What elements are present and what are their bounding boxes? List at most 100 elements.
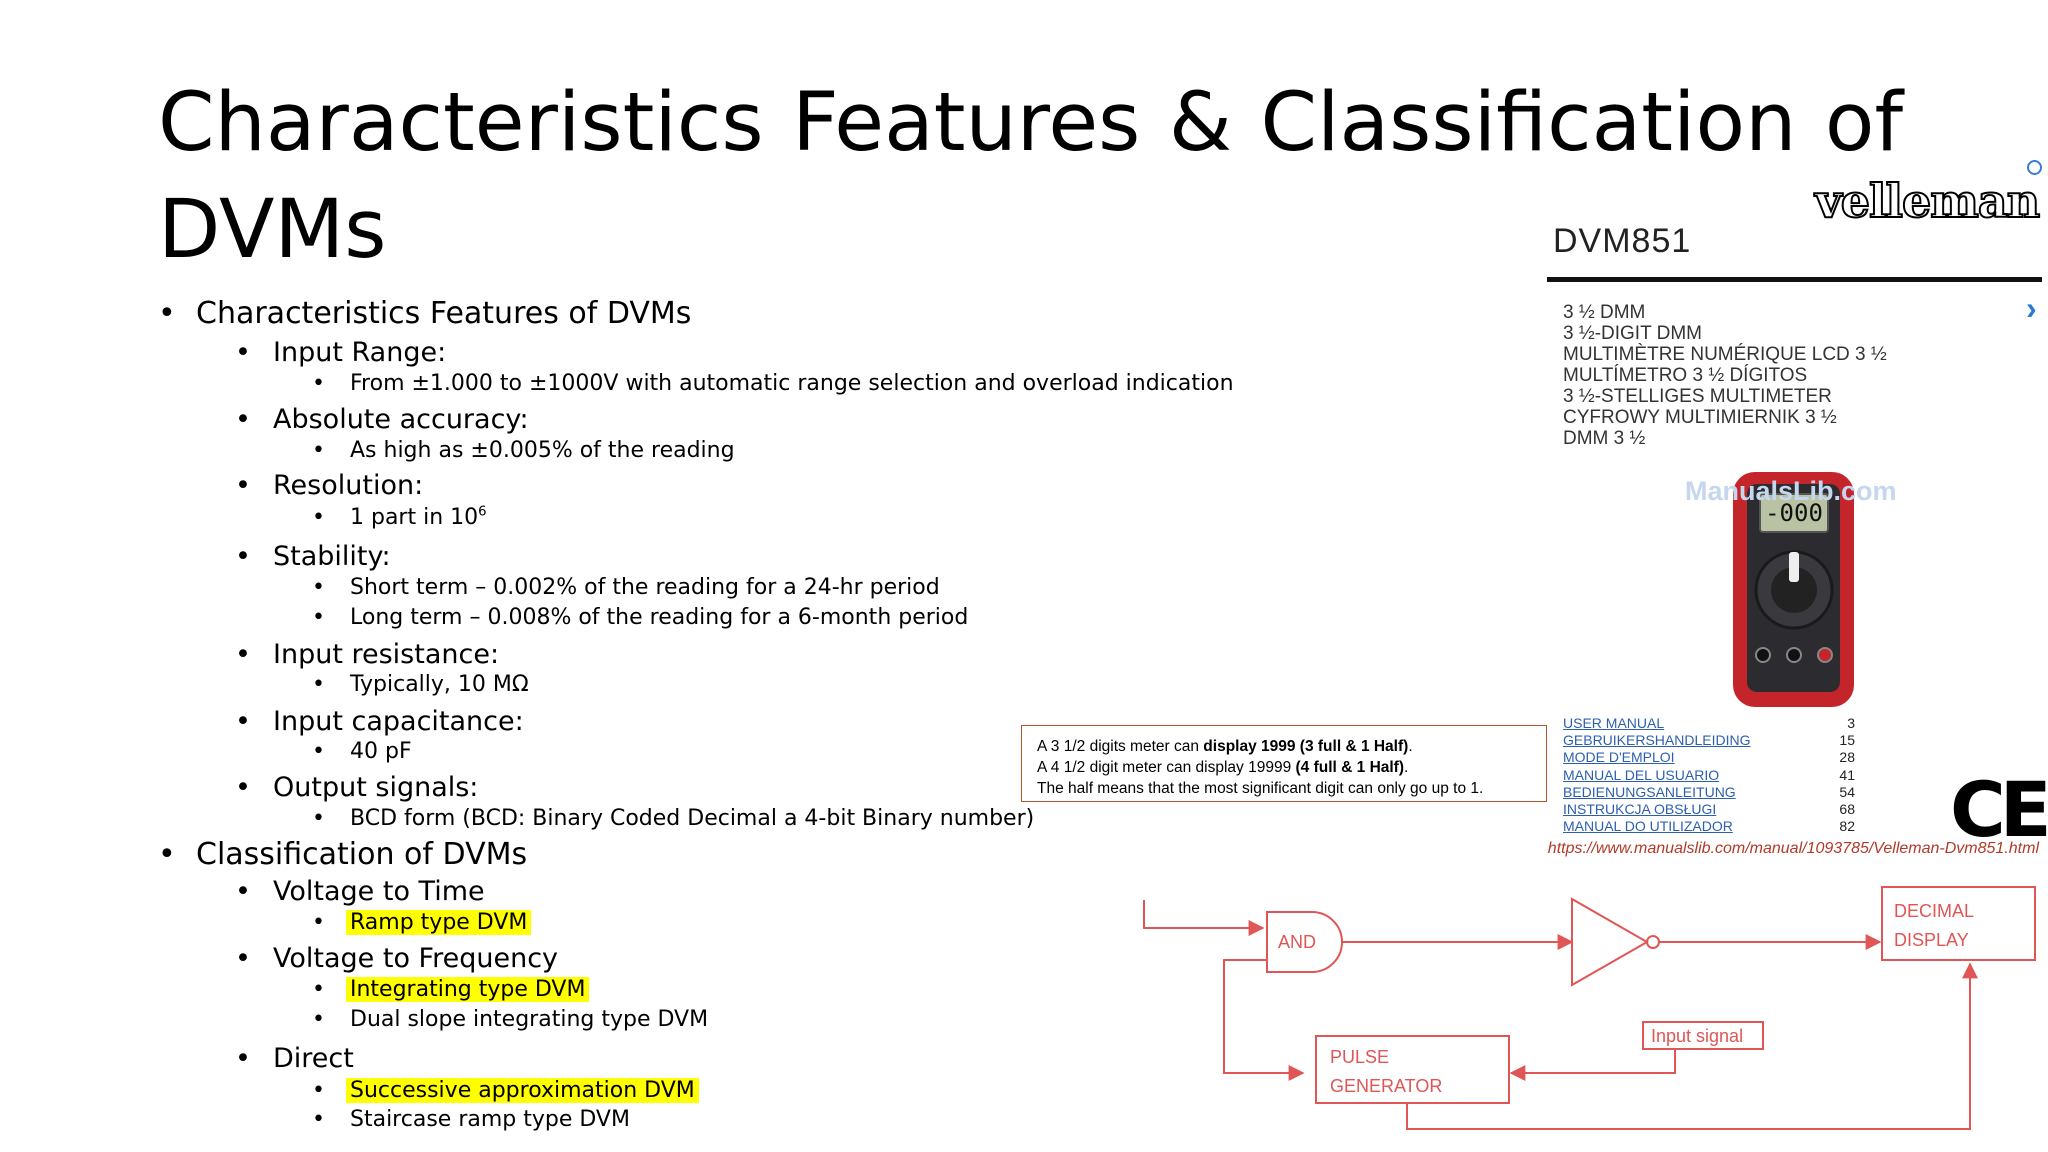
bullet-text: BCD form (BCD: Binary Coded Decimal a 4-… [350,806,1035,831]
ce-mark: CE [1950,765,2048,854]
note-text: A 4 1/2 digit meter can display 19999 [1037,759,1296,776]
bullet-dot: • [312,977,325,1002]
header-rule [1547,277,2042,282]
bullet-text: Absolute accuracy: [273,404,529,435]
bullet-level-2: •Direct [235,1043,354,1075]
manual-title-line: CYFROWY MULTIMIERNIK 3 ½ [1563,407,1837,428]
manual-cover-image: velleman DVM851 › 3 ½ DMM 3 ½-DIGIT DMM … [1525,150,2048,870]
toc-page: 41 [1839,766,1855,783]
half-digit-note: A 3 1/2 digits meter can display 1999 (3… [1021,725,1547,802]
and-label: AND [1278,932,1316,952]
note-line: A 4 1/2 digit meter can display 19999 (4… [1037,757,1546,778]
display-label-1: DECIMAL [1894,901,1974,921]
toc-page: 82 [1839,818,1855,835]
pulse-label-1: PULSE [1330,1047,1389,1067]
source-url[interactable]: https://www.manualslib.com/manual/109378… [1547,840,2039,857]
manual-title-line: DMM 3 ½ [1563,428,1646,449]
input-signal-box [1642,1021,1764,1050]
bullet-text: Typically, 10 MΩ [350,672,529,697]
bullet-dot: • [312,672,325,697]
bullet-text: Long term – 0.008% of the reading for a … [350,605,969,630]
bullet-level-3: •40 pF [312,738,412,766]
bullet-dot: • [312,505,325,530]
bullet-text: 1 part in 10 [350,505,479,530]
chevron-right-icon[interactable]: › [2026,290,2037,326]
bullet-dot: • [312,1078,325,1103]
bullet-level-2: •Input Range: [235,337,447,369]
bullet-text: Successive approximation DVM [346,1078,699,1103]
toc-row: BEDIENUNGSANLEITUNG 54 [1563,784,1855,801]
toc-link[interactable]: USER MANUAL [1563,715,1665,731]
bullet-dot: • [158,837,176,872]
note-line: A 3 1/2 digits meter can display 1999 (3… [1037,736,1546,757]
toc-row: MANUAL DEL USUARIO 41 [1563,767,1855,784]
bullet-dot: • [235,772,251,803]
toc-page: 68 [1839,801,1855,818]
note-bold: display 1999 (3 full & 1 Half) [1203,738,1409,755]
bullet-level-3: • Typically, 10 MΩ [312,671,529,699]
toc-link[interactable]: INSTRUKCJA OBSŁUGI [1563,801,1717,818]
bullet-text: Short term – 0.002% of the reading for a… [350,575,940,600]
note-line: The half means that the most significant… [1037,780,1484,797]
title-word: & [1168,76,1233,170]
velleman-logo: velleman [1814,173,2041,229]
toc-link[interactable]: MODE D'EMPLOI [1563,749,1675,766]
bullet-level-2: •Voltage to Time [235,876,485,908]
input-signal-label: Input signal [1651,1026,1743,1046]
pulse-feedback-wire [1223,959,1305,1081]
toc-link[interactable]: BEDIENUNGSANLEITUNG [1563,783,1736,800]
manual-titles: 3 ½ DMM 3 ½-DIGIT DMM MULTIMÈTRE NUMÉRIQ… [1563,302,1887,449]
manual-title-line: 3 ½-DIGIT DMM [1563,323,1702,344]
bullet-level-1: •Characteristics Features of DVMs [158,297,691,331]
decimal-display-block [1881,886,2036,961]
and-gate [1266,911,1343,973]
note-bold: (4 full & 1 Half) [1295,759,1405,776]
bullet-level-3: •As high as ±0.005% of the reading [312,437,735,465]
bullet-level-2: •Input resistance: [235,639,500,671]
bullet-text: Integrating type DVM [346,977,590,1002]
bullet-text: Input Range: [273,337,447,368]
bullet-level-3: •Dual slope integrating type DVM [312,1006,708,1034]
toc-page: 54 [1839,783,1855,800]
toc-link[interactable]: MANUAL DEL USUARIO [1563,766,1720,783]
bullet-level-3: •From ±1.000 to ±1000V with automatic ra… [312,370,1234,398]
manual-title-line: MULTIMÈTRE NUMÉRIQUE LCD 3 ½ [1563,344,1887,365]
bullet-text: Resolution: [273,470,424,501]
bullet-level-3: •BCD form (BCD: Binary Coded Decimal a 4… [312,805,1035,833]
bullet-dot: • [312,605,325,630]
title-word: of [1824,76,1903,170]
bullet-text: Output signals: [273,772,479,803]
bullet-dot: • [235,943,251,974]
bullet-dot: • [312,1007,325,1032]
bullet-text: Input resistance: [273,639,500,670]
pulse-generator-block [1315,1035,1510,1104]
manualslib-watermark: ManualsLib.com [1685,476,1897,506]
zoom-icon[interactable] [2027,160,2042,175]
title-line-1: Characteristics Features & Classificatio… [158,70,1903,177]
toc-link[interactable]: MANUAL DO UTILIZADOR [1563,818,1733,835]
bullet-dot: • [158,296,176,331]
bullet-dot: • [312,1107,325,1132]
input-signal-wire [1509,1049,1676,1081]
pulse-to-display-wire [1406,962,1978,1130]
toc-link[interactable]: GEBRUIKERSHANDLEIDING [1563,732,1751,749]
bullet-level-3: • Integrating type DVM [312,976,590,1004]
bullet-level-2: •Input capacitance: [235,706,524,738]
note-text: A 3 1/2 digits meter can [1037,738,1204,755]
meter-display: -000 [1765,499,1823,527]
toc-page: 3 [1847,715,1855,731]
bullet-dot: • [235,541,251,572]
bullet-text: 40 pF [350,739,412,764]
comparator-triangle [1571,897,1650,987]
bullet-dot: • [312,438,325,463]
bullet-dot: • [312,910,325,935]
bullet-dot: • [235,876,251,907]
bullet-level-2: •Resolution: [235,470,424,502]
multimeter-illustration: -000 [1733,472,1854,707]
display-label-2: DISPLAY [1894,930,1969,950]
toc-row: USER MANUAL 3 [1563,715,1855,732]
bullet-level-3: •Ramp type DVM [312,909,532,937]
